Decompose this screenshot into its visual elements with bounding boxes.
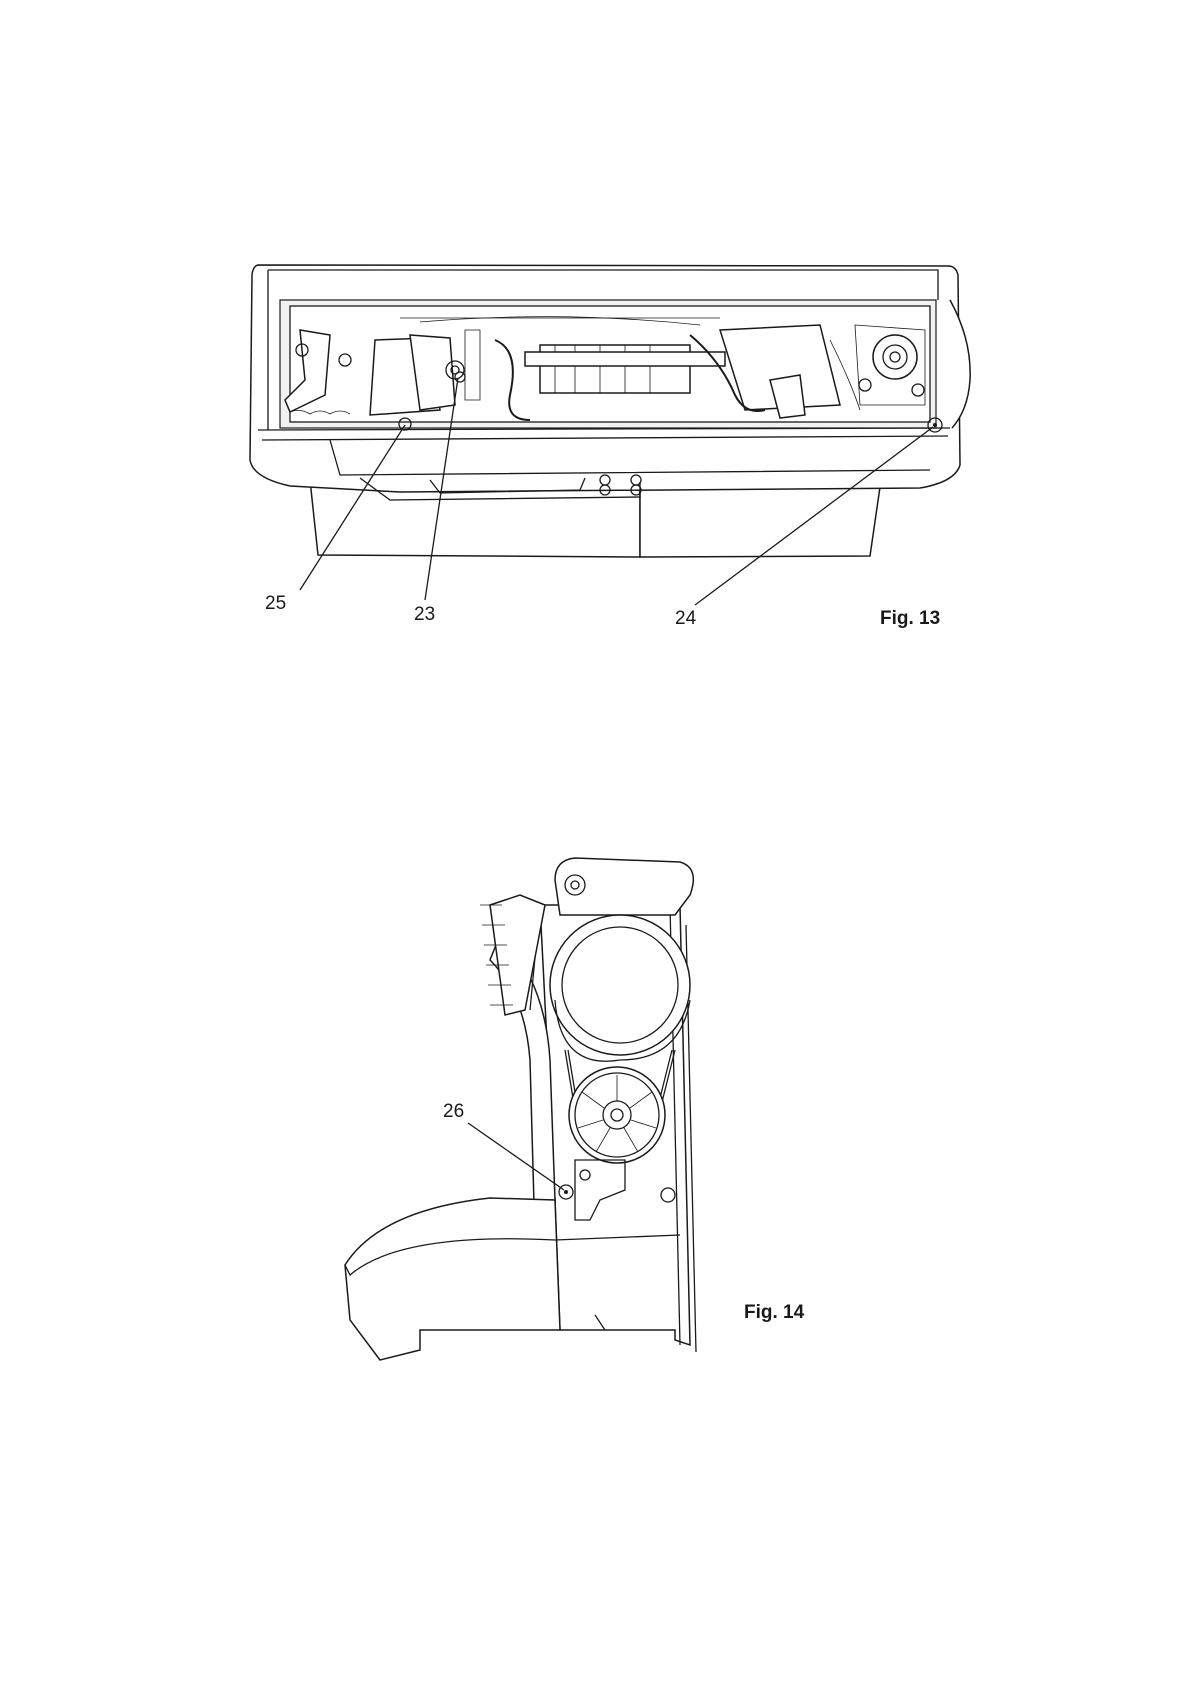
callout-23: 23 <box>414 604 435 626</box>
callout-24: 24 <box>675 608 696 630</box>
callout-25: 25 <box>265 593 286 615</box>
figure-14-caption: Fig. 14 <box>744 1302 804 1324</box>
fan-blades <box>578 1075 656 1152</box>
figure-13-caption: Fig. 13 <box>880 608 940 630</box>
callout-26: 26 <box>443 1101 464 1123</box>
cover-ribs <box>480 905 513 1005</box>
figure-13-drawing <box>0 0 1190 700</box>
